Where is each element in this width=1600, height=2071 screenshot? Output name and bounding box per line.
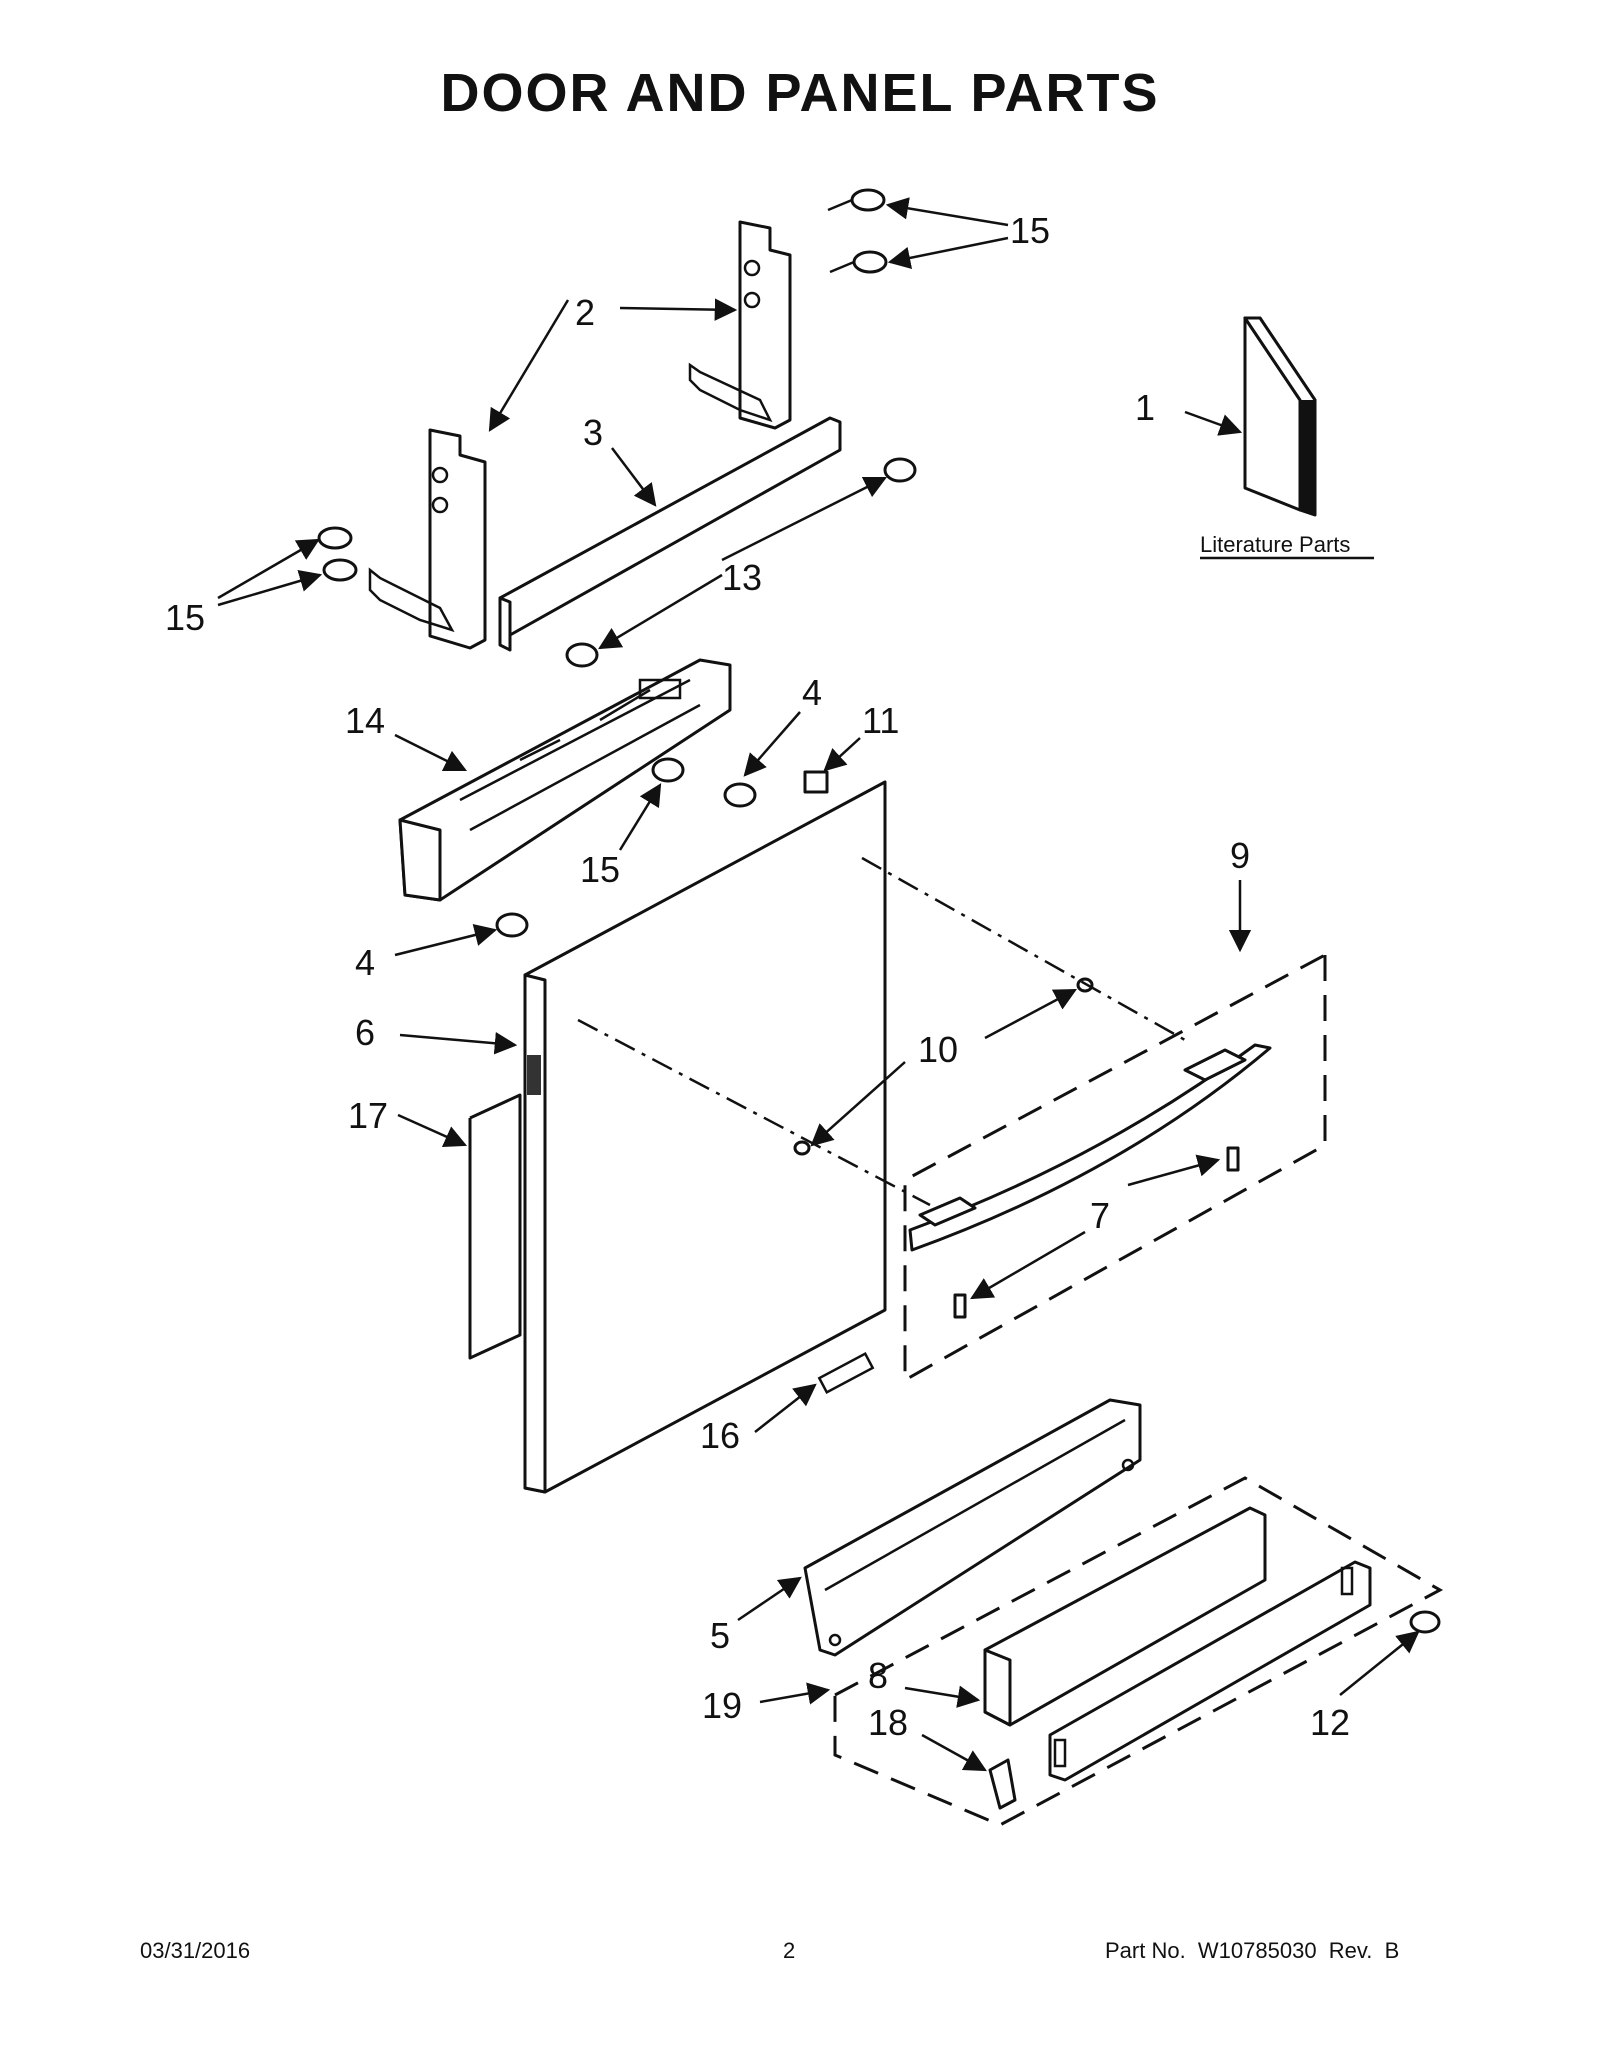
leader-5 [737,1576,802,1622]
leader-14 [394,733,468,772]
toe-panel-bracket-5 [803,1398,1142,1657]
callout-13: 13 [722,557,762,598]
toe-kick-panel [1048,1560,1372,1782]
leader-4-top [743,711,801,777]
clip-18 [988,1758,1017,1810]
screw-15-mid [651,757,685,783]
leader-16 [754,1383,817,1433]
screw-4-left [495,912,529,938]
callout-8: 8 [868,1655,888,1696]
callout-17: 17 [348,1095,388,1136]
footer-part-number: Part No. W10785030 Rev. B [1105,1938,1400,1963]
screw-13-left [565,642,599,668]
leader-6 [399,1032,518,1055]
clip-11 [803,770,829,794]
callout-10: 10 [918,1029,958,1070]
callout-16: 16 [700,1415,740,1456]
toe-kick-insulation-8 [983,1506,1267,1727]
callout-4-left: 4 [355,942,375,983]
screw-12 [1409,1610,1441,1634]
leader-7a [1127,1154,1221,1187]
callout-11: 11 [862,700,899,741]
hinge-bracket-right [688,220,792,430]
screw-15-top-b [829,250,888,274]
leader-10b [810,1061,906,1147]
outer-door-panel [523,780,887,1494]
callout-5: 5 [710,1615,730,1656]
door-badge-16 [817,1352,875,1394]
leader-4-left [394,923,498,957]
callout-15-left: 15 [165,597,205,638]
alignment-line-lower [577,1018,931,1207]
callout-4-top: 4 [802,672,822,713]
screw-15-left-b [322,558,358,582]
handle-stud-7b [953,1293,967,1319]
leader-12 [1339,1630,1420,1696]
screw-15-top-a [827,188,886,212]
callout-15-mid: 15 [580,849,620,890]
door-gasket-17 [468,1093,522,1360]
leader-8 [904,1685,981,1708]
leader-3 [611,447,657,507]
leader-2-right [619,298,738,321]
leader-13-right [721,476,888,562]
callout-14: 14 [345,700,385,741]
handle-stud-7a [1226,1146,1240,1172]
leader-15-top-a [885,197,1009,227]
leader-7b [970,1230,1086,1300]
screw-4-top [723,782,757,808]
door-vent-slots [527,1055,541,1095]
toe-kick-kit-boundary [833,1476,1444,1827]
leader-11 [823,737,861,772]
leader-15-left-b [217,569,323,607]
insert-10b [793,1140,811,1156]
callout-9: 9 [1230,835,1250,876]
screw-15-left-a [317,526,353,550]
leader-13-left [598,573,723,650]
callout-19: 19 [702,1685,742,1726]
leader-2-left [488,299,570,432]
leader-10a [984,988,1077,1040]
leader-17 [397,1113,468,1147]
callout-1: 1 [1135,387,1155,428]
callout-15-top: 15 [1010,210,1050,251]
handle-kit-boundary [903,952,1327,1383]
leader-18 [921,1733,987,1772]
hinge-bracket-left [368,428,487,650]
callout-12: 12 [1310,1702,1350,1743]
callout-2: 2 [575,292,595,333]
door-handle [908,1043,1272,1252]
leader-15-left-a [217,538,320,600]
callout-3: 3 [583,412,603,453]
callout-6: 6 [355,1012,375,1053]
footer-date: 03/31/2016 [140,1938,251,1963]
literature-booklet [1243,316,1317,517]
literature-parts-label: Literature Parts [1200,532,1350,557]
page-title: DOOR AND PANEL PARTS [440,63,1160,123]
alignment-line-upper [861,856,1186,1042]
control-housing [398,658,732,902]
footer-page-number: 2 [783,1938,796,1963]
leader-19 [759,1682,831,1705]
leader-1 [1184,410,1243,436]
upper-channel [498,416,842,652]
callout-18: 18 [868,1702,908,1743]
screw-13-right [883,457,917,483]
leader-15-mid [618,783,662,851]
leader-15-top-b [887,236,1009,269]
callout-7: 7 [1090,1195,1110,1236]
